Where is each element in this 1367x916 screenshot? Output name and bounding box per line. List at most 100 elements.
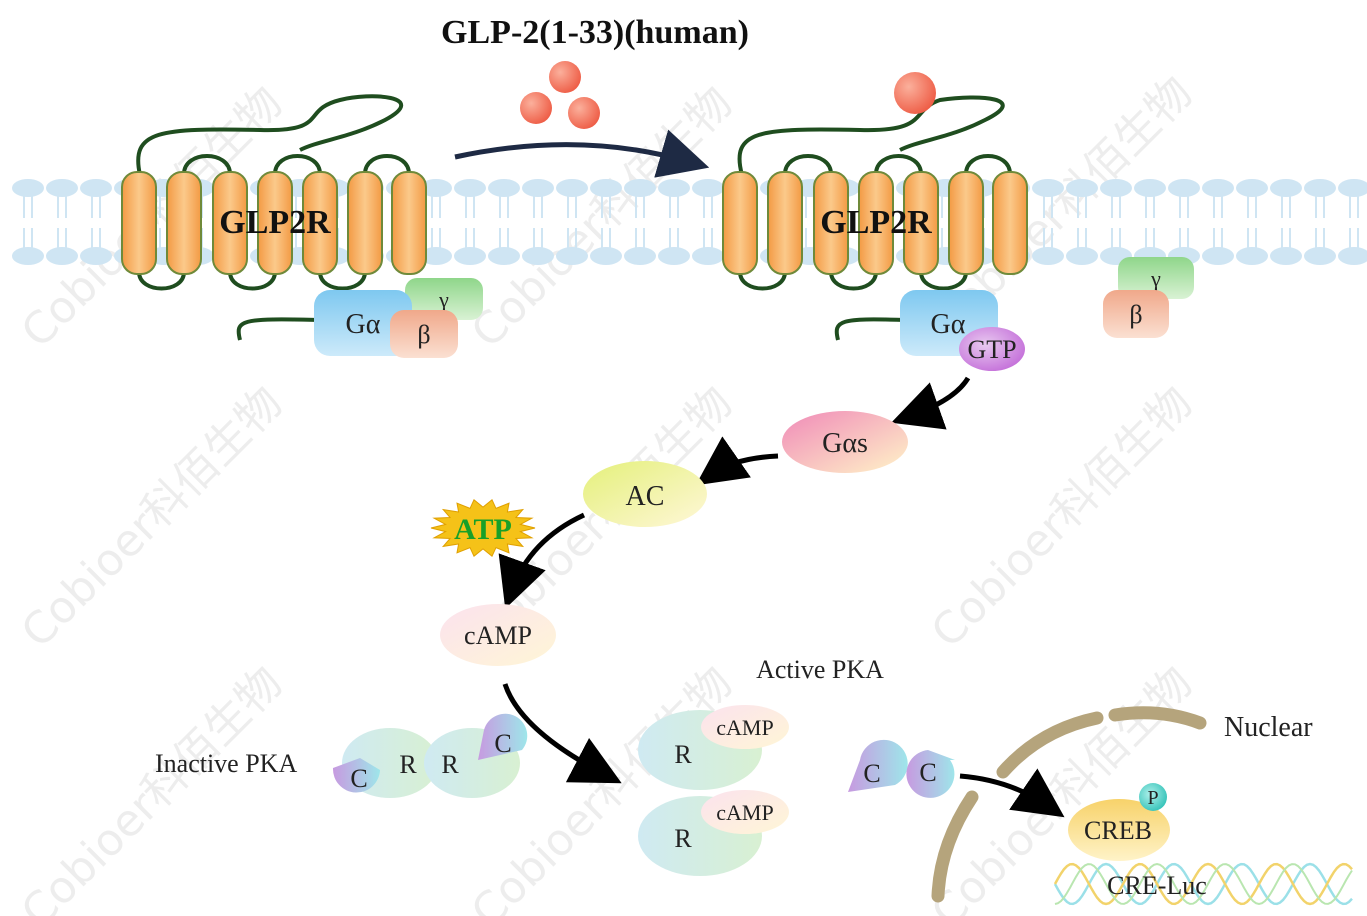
lipid [1032, 179, 1064, 265]
arrow-camp-to-pka [502, 683, 622, 784]
lipid [692, 179, 724, 265]
watermark-text: Cobioer科佰生物 [922, 377, 1203, 658]
lipid-head-outer [454, 179, 486, 197]
lipid-head-inner [1066, 247, 1098, 265]
extracellular-loop [273, 154, 322, 175]
transmembrane-helix [992, 171, 1028, 275]
nuclear-membrane-segment [931, 790, 979, 903]
intracellular-loop [829, 271, 878, 291]
lipid-head-outer [1168, 179, 1200, 197]
transmembrane-helix [722, 171, 758, 275]
phosphate-label: P [1147, 787, 1158, 809]
lipid-head-inner [556, 247, 588, 265]
ligand-molecule [568, 97, 600, 129]
g-gamma-label: γ [438, 287, 449, 312]
g-alpha-s [782, 411, 908, 473]
pka-c-label: C [863, 759, 880, 788]
active-pka-label: Active PKA [756, 655, 884, 684]
pka-catalytic-subunit [332, 758, 380, 793]
atp-label: ATP [454, 513, 512, 546]
g-beta-gamma-dimer: γ β [1103, 257, 1194, 338]
receptor-extracellular-loop [136, 94, 404, 176]
lipid-head-inner [80, 247, 112, 265]
lipid-head-outer [1134, 179, 1166, 197]
camp-molecule [440, 604, 556, 666]
intracellular-loop [228, 271, 277, 291]
g-gamma-label: γ [1150, 266, 1161, 291]
lipid-head-inner [488, 247, 520, 265]
g-alpha-subunit [314, 290, 412, 356]
transmembrane-helix [767, 171, 803, 275]
ac-label: AC [626, 481, 665, 512]
lipid-head-inner [12, 247, 44, 265]
lipid-head-outer [1202, 179, 1234, 197]
g-alpha-s-label: Gαs [822, 428, 868, 459]
transmembrane-helix [813, 171, 849, 275]
lipid [12, 179, 44, 265]
transmembrane-helix [166, 171, 202, 275]
intracellular-loop [318, 271, 367, 291]
receptor-intracellular-tail [236, 317, 321, 341]
extracellular-loop [874, 154, 923, 175]
transmembrane-helix [948, 171, 984, 275]
lipid-head-outer [624, 179, 656, 197]
pka-catalytic-subunit [906, 750, 955, 798]
intracellular-loop [137, 271, 186, 291]
lipid [488, 179, 520, 265]
g-alpha-label: Gα [931, 309, 966, 340]
lipid [658, 179, 690, 265]
camp-bound [701, 790, 789, 834]
transmembrane-helix [391, 171, 427, 275]
adenylyl-cyclase [583, 461, 707, 527]
camp-label: cAMP [464, 621, 532, 650]
g-beta-label: β [1129, 300, 1142, 329]
g-alpha-gtp-complex: Gα GTP [900, 290, 1025, 371]
dna-strand [1054, 862, 1353, 906]
lipid [1134, 179, 1166, 265]
receptor-intracellular-tail [834, 317, 906, 341]
arrow-gtp-to-gas [891, 376, 971, 430]
lipid-head-outer [556, 179, 588, 197]
lipid-head-inner [1236, 247, 1268, 265]
inactive-pka-complex: R R C C [332, 713, 528, 798]
lipid-head-inner [658, 247, 690, 265]
receptor-extracellular-loop [737, 95, 1005, 176]
lipid-head-inner [1202, 247, 1234, 265]
creb-protein [1068, 799, 1170, 861]
arrow-c-to-creb [959, 768, 1065, 818]
lipid-head-outer [1100, 179, 1132, 197]
camp-bound [701, 705, 789, 749]
lipid [556, 179, 588, 265]
lipid-head-outer [1032, 179, 1064, 197]
lipid [1066, 179, 1098, 265]
ligand-molecule [520, 92, 552, 124]
lipid-head-outer [1270, 179, 1302, 197]
watermark-text: Cobioer科佰生物 [12, 657, 293, 916]
pka-catalytic-subunit [848, 739, 908, 792]
lipid [522, 179, 554, 265]
bound-ligand [894, 72, 936, 114]
watermark-text: Cobioer科佰生物 [12, 377, 293, 658]
ligand-molecules [520, 61, 600, 129]
g-alpha-label: Gα [346, 309, 381, 340]
pka-catalytic-subunit [478, 713, 528, 760]
nuclear-membrane-segment [1108, 706, 1207, 730]
nuclear-membrane-segment [996, 711, 1104, 779]
lipid [624, 179, 656, 265]
ligand-title: GLP-2(1-33)(human) [441, 14, 749, 51]
lipid [1202, 179, 1234, 265]
lipid-head-outer [1338, 179, 1367, 197]
lipid-head-inner [590, 247, 622, 265]
glp2r-receptor-active [722, 95, 1028, 341]
atp-starburst [430, 499, 536, 557]
pka-r-label: R [674, 740, 692, 769]
lipid-head-outer [522, 179, 554, 197]
g-beta-label: β [417, 320, 430, 349]
lipid-head-outer [1304, 179, 1336, 197]
lipid-head-outer [1236, 179, 1268, 197]
dna-strand [1053, 862, 1353, 906]
g-protein-heterotrimer: γ Gα β [314, 278, 483, 358]
lipid-head-outer [658, 179, 690, 197]
g-beta-subunit [390, 310, 458, 358]
lipid-head-outer [12, 179, 44, 197]
